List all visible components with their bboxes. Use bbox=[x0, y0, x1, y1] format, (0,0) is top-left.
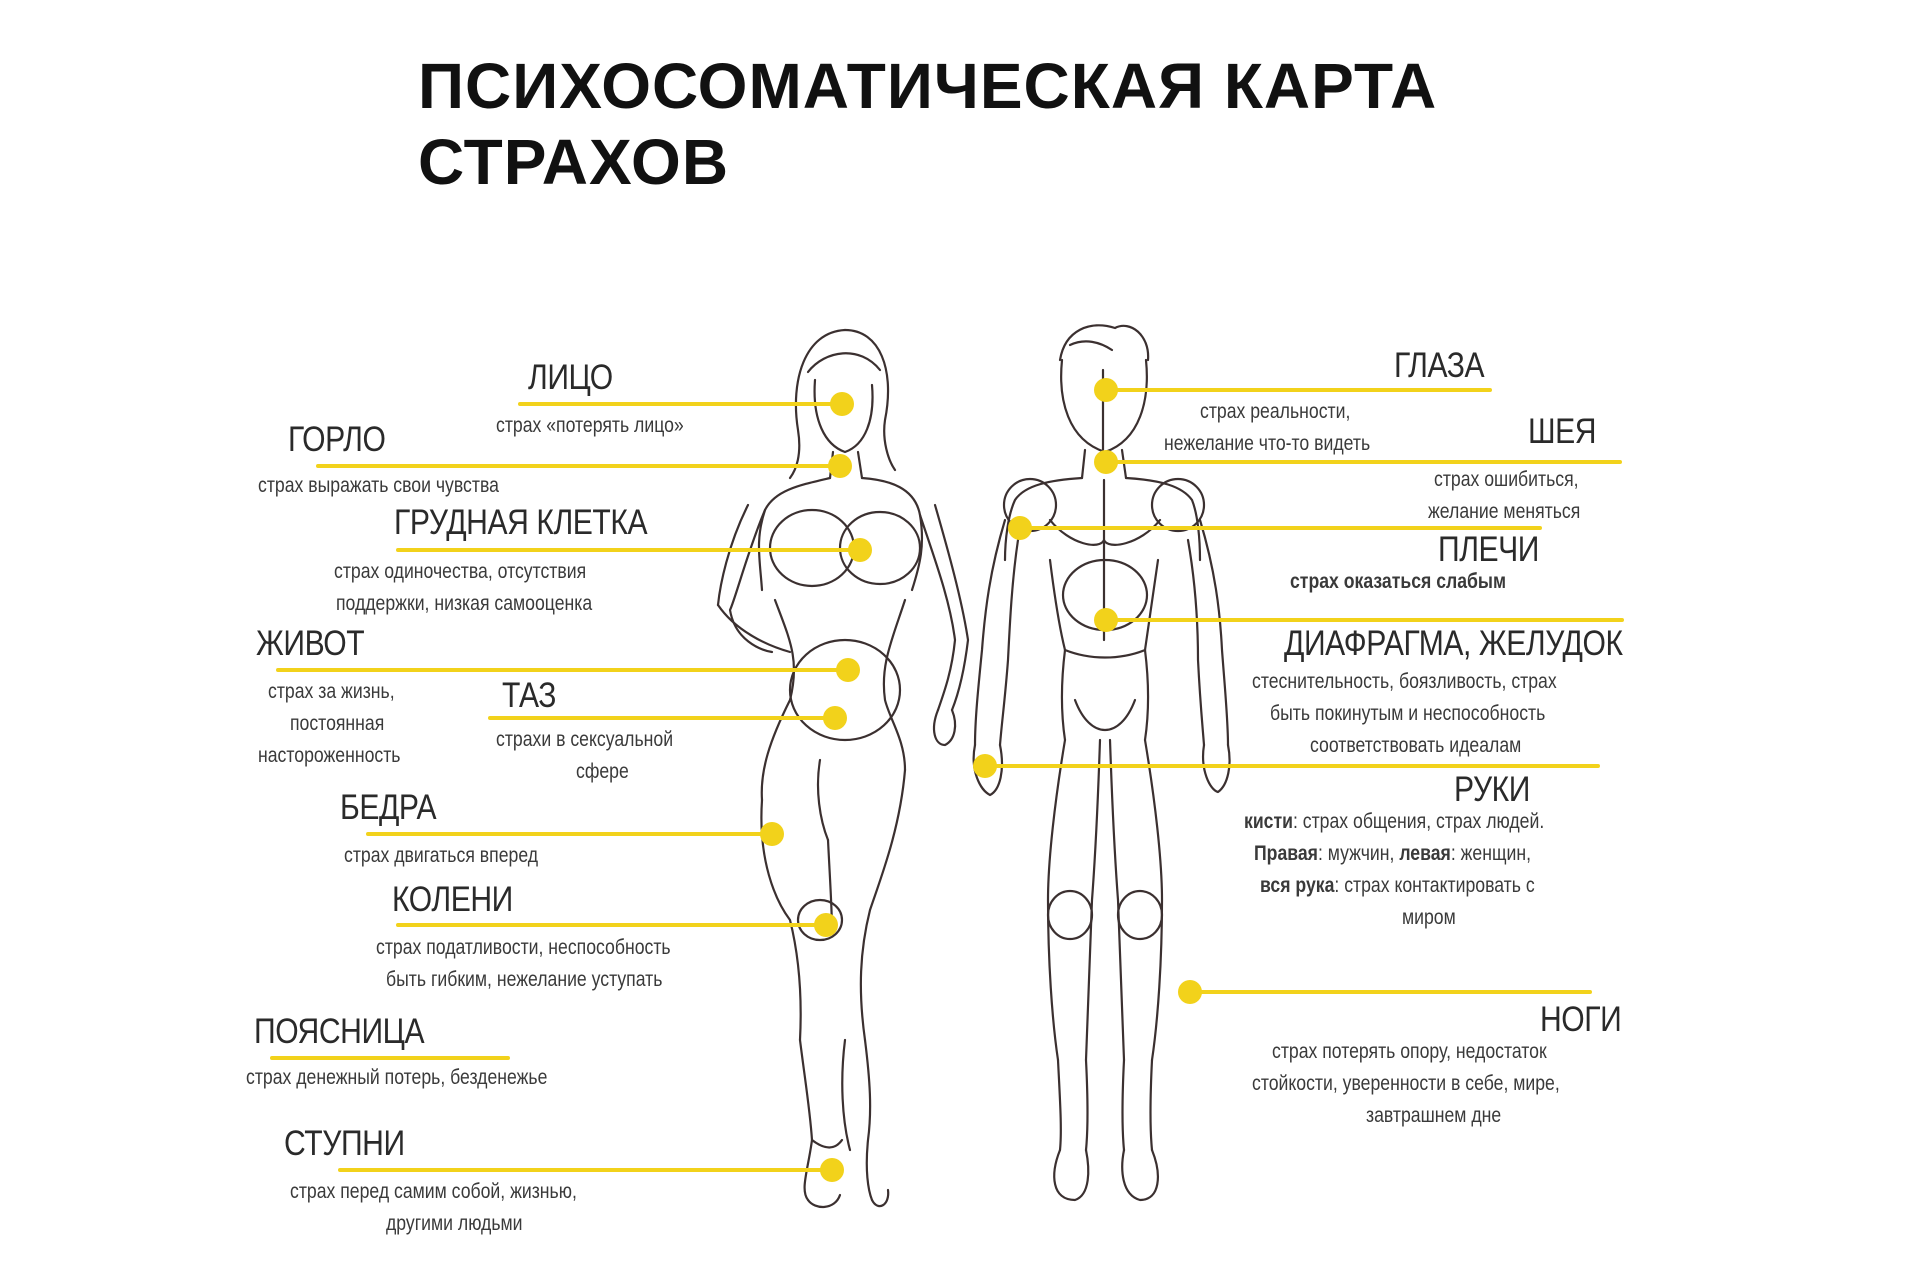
desc-legs-2: стойкости, уверенности в себе, мире, bbox=[1252, 1072, 1560, 1095]
desc-belly-1: страх за жизнь, bbox=[268, 680, 395, 703]
desc-chest-2: поддержки, низкая самооценка bbox=[336, 592, 593, 615]
desc-eyes-2: нежелание что-то видеть bbox=[1164, 432, 1371, 455]
dot-face bbox=[830, 392, 854, 416]
title-line-2: СТРАХОВ bbox=[418, 126, 730, 198]
arms-text-hands: : страх общения, страх людей. bbox=[1292, 810, 1545, 833]
label-arms: РУКИ bbox=[1454, 770, 1530, 809]
label-stomach: ДИАФРАГМА, ЖЕЛУДОК bbox=[1284, 624, 1623, 663]
dot-knees bbox=[814, 913, 838, 937]
desc-pelvis-2: сфере bbox=[576, 760, 629, 783]
dot-neck bbox=[1094, 450, 1118, 474]
label-shoulders: ПЛЕЧИ bbox=[1438, 530, 1540, 569]
female-figure bbox=[716, 328, 970, 1208]
arms-key-whole: вся рука bbox=[1260, 874, 1335, 897]
desc-stomach-2: быть покинутым и неспособность bbox=[1270, 702, 1546, 725]
title-line-1: ПСИХОСОМАТИЧЕСКАЯ КАРТА bbox=[418, 50, 1438, 122]
desc-neck-1: страх ошибиться, bbox=[1434, 468, 1579, 491]
desc-knees-1: страх податливости, неспособность bbox=[376, 936, 671, 959]
desc-pelvis-1: страхи в сексуальной bbox=[496, 728, 674, 751]
desc-feet-1: страх перед самим собой, жизнью, bbox=[290, 1180, 577, 1203]
dot-legs bbox=[1178, 980, 1202, 1004]
label-neck: ШЕЯ bbox=[1528, 412, 1597, 451]
desc-shoulders: страх оказаться слабым bbox=[1290, 570, 1507, 593]
dot-chest bbox=[848, 538, 872, 562]
dot-pelvis bbox=[823, 706, 847, 730]
arms-text-whole: : страх контактировать с bbox=[1334, 874, 1535, 897]
page-title: ПСИХОСОМАТИЧЕСКАЯ КАРТА СТРАХОВ bbox=[418, 48, 1618, 200]
desc-eyes-1: страх реальности, bbox=[1200, 400, 1351, 423]
desc-face: страх «потерять лицо» bbox=[496, 414, 684, 437]
dot-feet bbox=[820, 1158, 844, 1182]
dot-hips bbox=[760, 822, 784, 846]
desc-arms-3: вся рука: страх контактировать с bbox=[1260, 870, 1535, 902]
label-knees: КОЛЕНИ bbox=[392, 880, 513, 919]
arms-key-hands: кисти bbox=[1244, 810, 1293, 833]
arms-text-right: : мужчин, bbox=[1317, 842, 1400, 865]
marker-dots bbox=[760, 378, 1202, 1182]
label-belly: ЖИВОТ bbox=[256, 624, 365, 663]
label-lower-back: ПОЯСНИЦА bbox=[254, 1012, 425, 1051]
label-throat: ГОРЛО bbox=[288, 420, 386, 459]
dot-throat bbox=[828, 454, 852, 478]
callout-lines bbox=[270, 388, 1624, 1172]
arms-text-left: : женщин, bbox=[1450, 842, 1531, 865]
label-feet: СТУПНИ bbox=[284, 1124, 405, 1163]
desc-belly-2: постоянная bbox=[290, 712, 385, 735]
desc-stomach-3: соответствовать идеалам bbox=[1310, 734, 1522, 757]
desc-belly-3: настороженность bbox=[258, 744, 401, 767]
label-face: ЛИЦО bbox=[528, 358, 613, 397]
dot-eyes bbox=[1094, 378, 1118, 402]
label-chest: ГРУДНАЯ КЛЕТКА bbox=[394, 503, 648, 542]
desc-feet-2: другими людьми bbox=[386, 1212, 523, 1235]
desc-arms-1: кисти: страх общения, страх людей. bbox=[1244, 806, 1544, 838]
label-hips: БЕДРА bbox=[340, 788, 437, 827]
dot-arms bbox=[973, 754, 997, 778]
label-pelvis: ТАЗ bbox=[502, 676, 557, 715]
arms-key-right: Правая bbox=[1254, 842, 1318, 865]
desc-lower-back: страх денежный потерь, безденежье bbox=[246, 1066, 548, 1089]
desc-chest-1: страх одиночества, отсутствия bbox=[334, 560, 587, 583]
dot-belly bbox=[836, 658, 860, 682]
label-legs: НОГИ bbox=[1540, 1000, 1622, 1039]
arms-key-left: левая bbox=[1399, 842, 1451, 865]
dot-shoulders bbox=[1008, 516, 1032, 540]
dot-stomach bbox=[1094, 608, 1118, 632]
desc-hips: страх двигаться вперед bbox=[344, 844, 539, 867]
desc-knees-2: быть гибким, нежелание уступать bbox=[386, 968, 663, 991]
label-eyes: ГЛАЗА bbox=[1394, 346, 1485, 385]
desc-neck-2: желание меняться bbox=[1428, 500, 1581, 523]
desc-stomach-1: стеснительность, боязливость, страх bbox=[1252, 670, 1557, 693]
desc-arms-4: миром bbox=[1402, 906, 1456, 929]
desc-legs-1: страх потерять опору, недостаток bbox=[1272, 1040, 1547, 1063]
desc-throat: страх выражать свои чувства bbox=[258, 474, 499, 497]
desc-arms-2: Правая: мужчин, левая: женщин, bbox=[1254, 838, 1531, 870]
desc-legs-3: завтрашнем дне bbox=[1366, 1104, 1502, 1127]
